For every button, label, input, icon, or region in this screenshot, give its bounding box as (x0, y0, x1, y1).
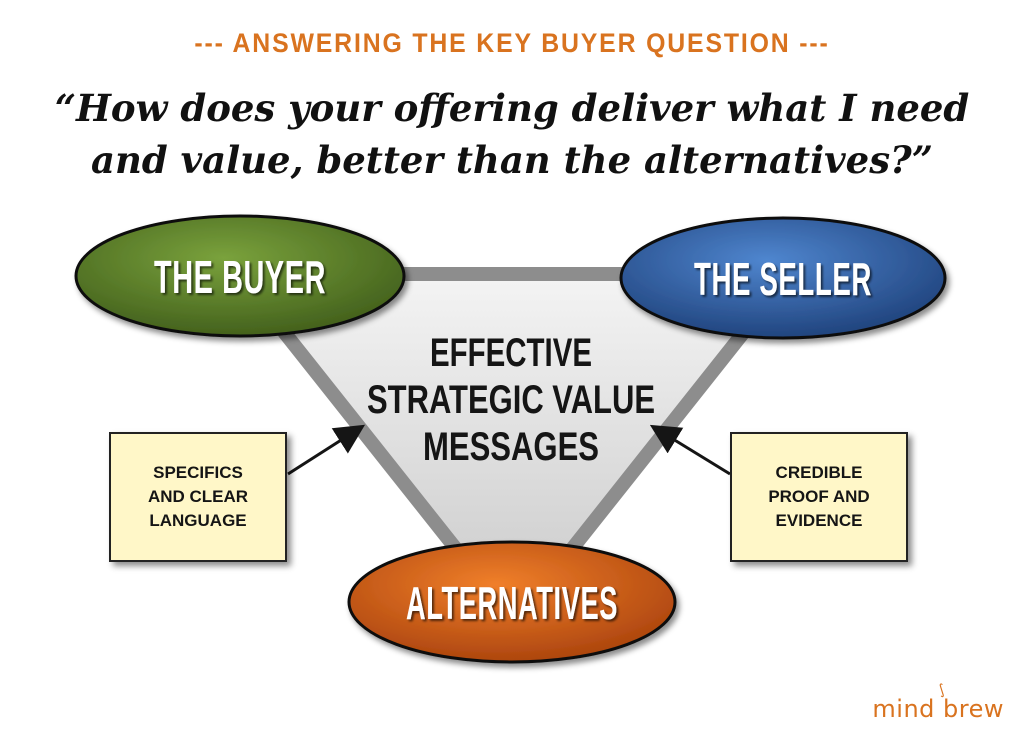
center-line-1: EFFECTIVE (430, 331, 592, 375)
right-note-line-2: PROOF AND (768, 487, 870, 506)
section-kicker: --- ANSWERING THE KEY BUYER QUESTION --- (194, 28, 830, 58)
buyer-oval (74, 214, 406, 338)
question-line-2: and value, better than the alternatives?… (90, 138, 934, 182)
question-line-1: “How does your offering deliver what I n… (54, 86, 970, 130)
center-line-3: MESSAGES (423, 425, 599, 469)
seller-oval (619, 216, 947, 340)
right-note-box: CREDIBLE PROOF AND EVIDENCE (730, 432, 908, 562)
left-note-box: SPECIFICS AND CLEAR LANGUAGE (109, 432, 287, 562)
right-note-arrow (649, 424, 731, 476)
left-note-arrow (287, 424, 366, 476)
alternatives-oval (347, 540, 677, 664)
buyer-label: THE BUYER (154, 251, 326, 303)
left-note-line-1: SPECIFICS (153, 463, 243, 482)
alternatives-label: ALTERNATIVES (406, 577, 618, 629)
right-note-line-1: CREDIBLE (775, 463, 863, 482)
right-note-line-3: EVIDENCE (775, 511, 863, 530)
seller-label: THE SELLER (694, 253, 872, 305)
key-buyer-question: “How does your offering deliver what I n… (40, 82, 984, 186)
center-line-2: STRATEGIC VALUE (367, 378, 655, 422)
left-note-line-2: AND CLEAR (147, 487, 249, 506)
brand-logo: ∫ mind brew (872, 681, 1004, 723)
left-note-line-3: LANGUAGE (149, 511, 247, 530)
brand-text: mind brew (872, 695, 1004, 723)
